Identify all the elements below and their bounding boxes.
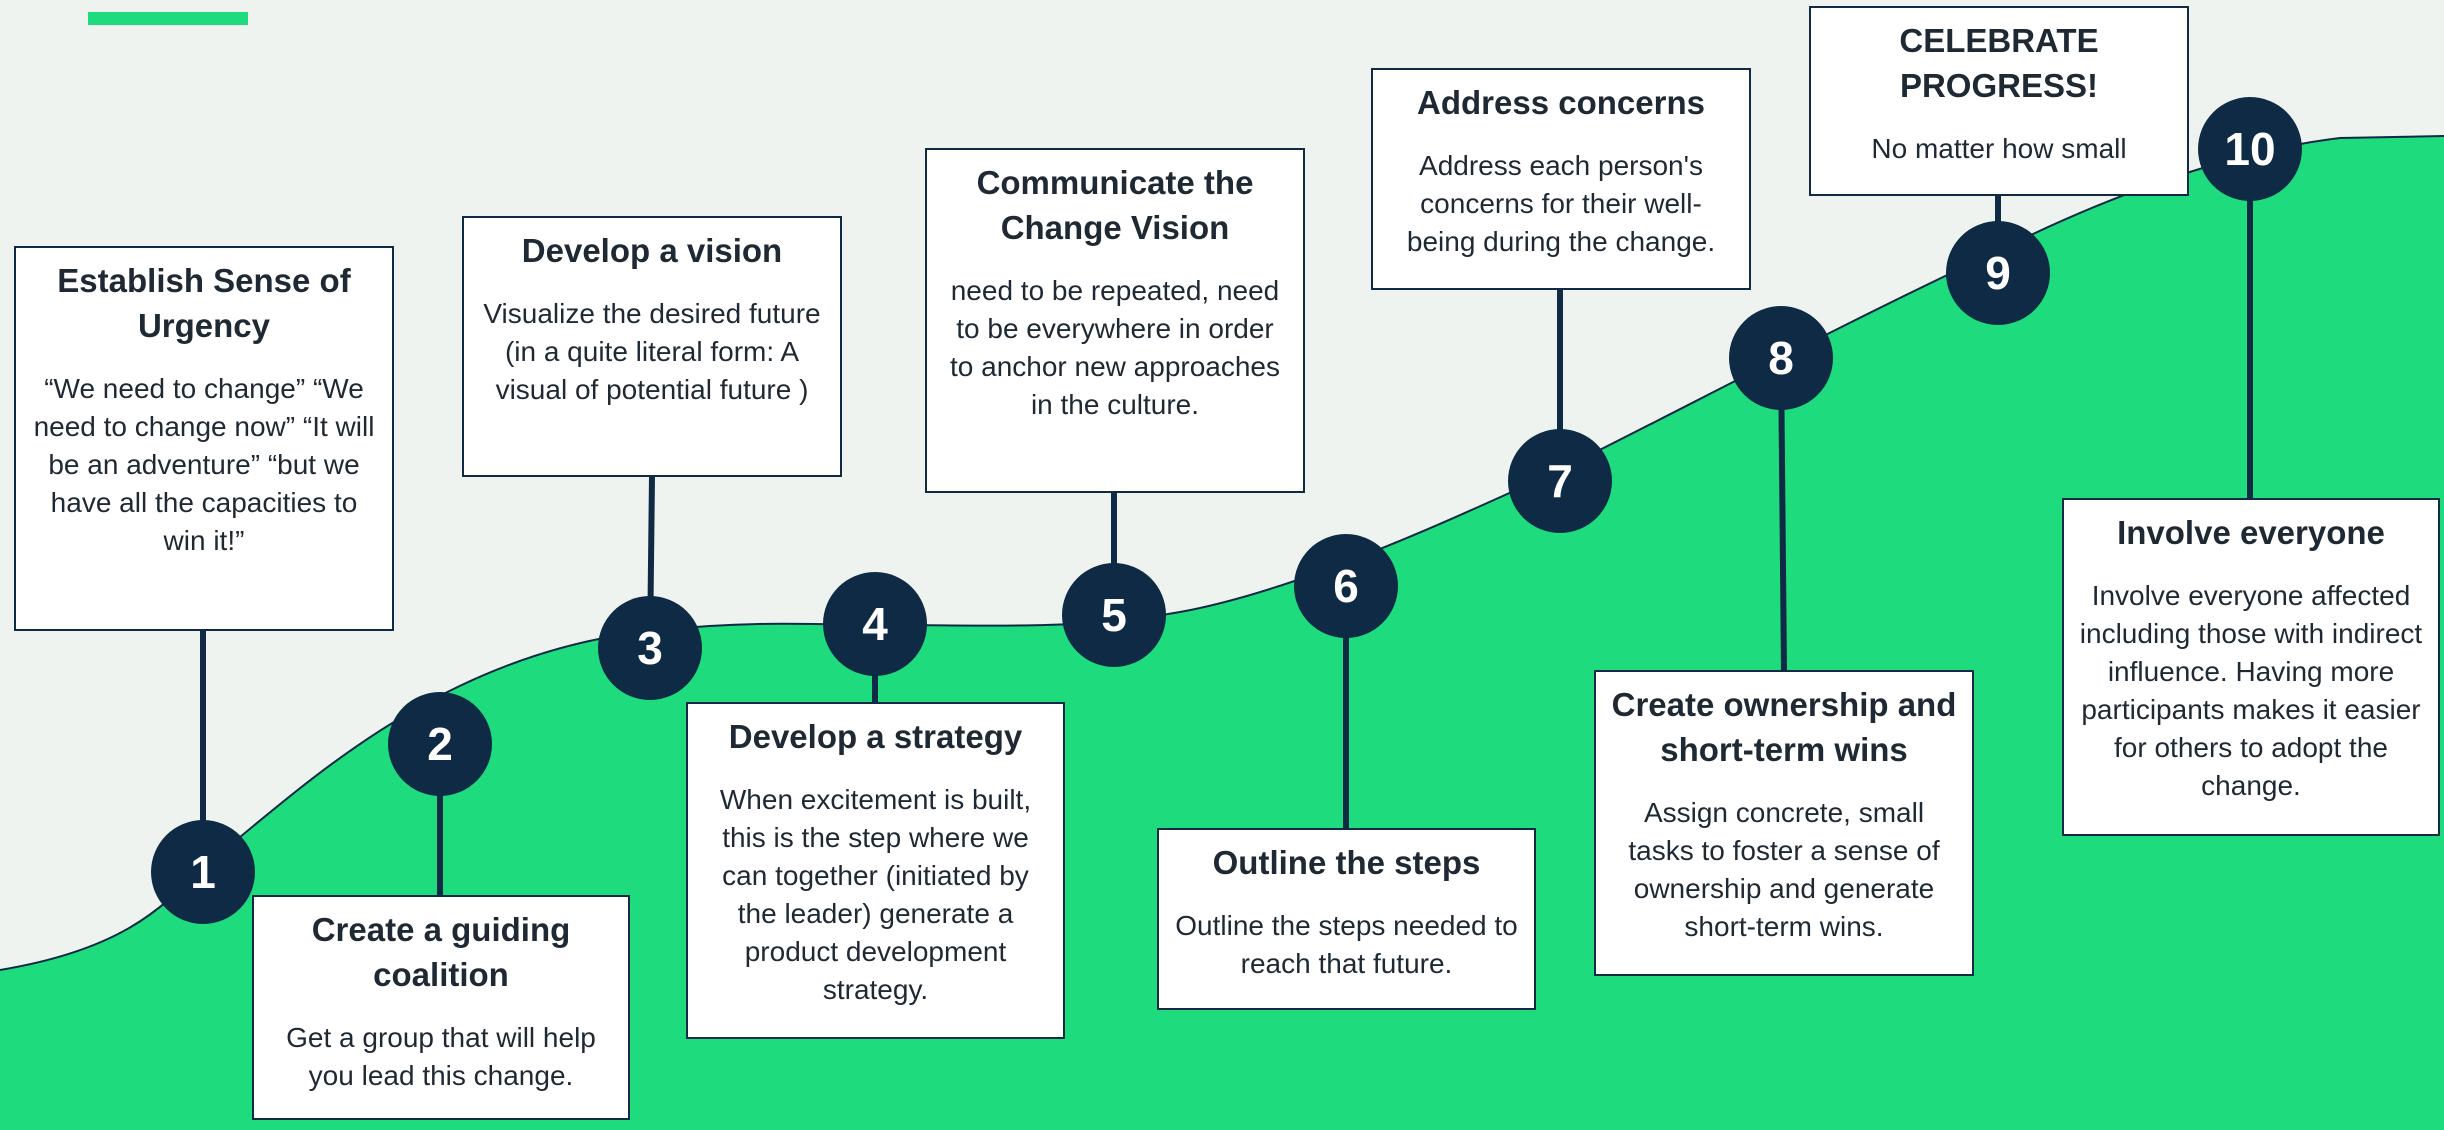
step-node-5: 5 — [1062, 563, 1166, 667]
step-card-6: Outline the steps Outline the steps need… — [1157, 828, 1536, 1010]
step-node-4: 4 — [823, 572, 927, 676]
step-card-10: Involve everyone Involve everyone affect… — [2062, 498, 2440, 836]
step-card-7-text: Address each person's concerns for their… — [1406, 150, 1716, 257]
step-node-2: 2 — [388, 692, 492, 796]
step-card-5-text: need to be repeated, need to be everywhe… — [950, 275, 1280, 420]
connector-line-8 — [1778, 357, 1787, 673]
step-card-8: Create ownership and short-term wins Ass… — [1594, 670, 1974, 976]
step-node-7-label: 7 — [1547, 455, 1573, 507]
step-node-10-label: 10 — [2224, 123, 2275, 175]
step-card-2-text: Get a group that will help you lead this… — [286, 1022, 596, 1091]
step-card-9-text: No matter how small — [1871, 133, 2127, 164]
step-node-8-label: 8 — [1768, 332, 1794, 384]
step-card-6-title: Outline the steps — [1212, 844, 1481, 881]
step-card-1: Establish Sense of Urgency “We need to c… — [14, 246, 394, 631]
step-node-1-label: 1 — [190, 846, 216, 898]
step-node-1: 1 — [151, 820, 255, 924]
step-card-3-text: Visualize the desired future (in a quite… — [483, 298, 821, 405]
step-nodes: 1 2 3 4 5 6 7 — [151, 97, 2302, 924]
step-card-9: CELEBRATE PROGRESS! No matter how small — [1809, 6, 2189, 196]
step-card-6-text: Outline the steps needed to reach that f… — [1175, 910, 1518, 979]
step-node-10: 10 — [2198, 97, 2302, 201]
step-node-2-label: 2 — [427, 718, 453, 770]
step-card-9-title: CELEBRATE PROGRESS! — [1899, 22, 2099, 104]
step-card-7-title: Address concerns — [1417, 84, 1705, 121]
step-card-1-text: “We need to change” “We need to change n… — [33, 373, 375, 556]
step-node-8: 8 — [1729, 306, 1833, 410]
step-card-10-title: Involve everyone — [2117, 514, 2385, 551]
step-card-10-text: Involve everyone affected including thos… — [2079, 580, 2423, 801]
step-card-2: Create a guiding coalition Get a group t… — [252, 895, 630, 1120]
step-node-3-label: 3 — [637, 622, 663, 674]
step-node-9-label: 9 — [1985, 247, 2011, 299]
step-card-4-title: Develop a strategy — [728, 718, 1023, 755]
step-card-3: Develop a vision Visualize the desired f… — [462, 216, 842, 477]
step-card-5-title: Communicate the Change Vision — [976, 164, 1254, 246]
step-node-6: 6 — [1294, 534, 1398, 638]
step-card-8-text: Assign concrete, small tasks to foster a… — [1628, 797, 1940, 942]
step-card-4-text: When excitement is built, this is the st… — [719, 784, 1032, 1005]
step-node-6-label: 6 — [1333, 560, 1359, 612]
step-card-8-title: Create ownership and short-term wins — [1611, 686, 1957, 768]
step-card-2-title: Create a guiding coalition — [311, 911, 571, 993]
step-card-4: Develop a strategy When excitement is bu… — [686, 702, 1065, 1039]
step-card-1-title: Establish Sense of Urgency — [57, 262, 351, 344]
step-card-3-title: Develop a vision — [521, 232, 783, 269]
step-node-9: 9 — [1946, 221, 2050, 325]
step-node-3: 3 — [598, 596, 702, 700]
step-card-5: Communicate the Change Vision need to be… — [925, 148, 1305, 493]
step-node-5-label: 5 — [1101, 589, 1127, 641]
step-node-4-label: 4 — [862, 598, 888, 650]
step-node-7: 7 — [1508, 429, 1612, 533]
step-card-7: Address concerns Address each person's c… — [1371, 68, 1751, 290]
accent-bar — [88, 12, 248, 25]
